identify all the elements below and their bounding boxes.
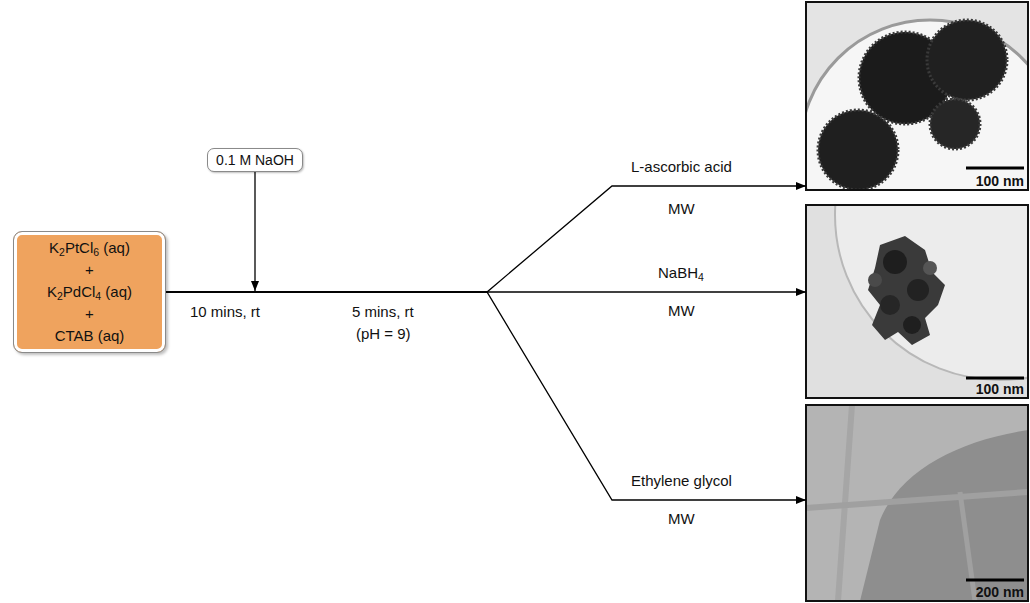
tem-image: 100 nm: [806, 205, 1028, 398]
condition-label: Ethylene glycol: [629, 472, 734, 490]
tem-grid: [806, 405, 1028, 601]
scale-bar: [966, 377, 1024, 380]
scale-label: 100 nm: [976, 173, 1024, 189]
scale-label: 100 nm: [976, 381, 1024, 397]
tem-image: 100 nm: [806, 2, 1028, 190]
condition-label: 10 mins, rt: [188, 303, 262, 321]
particle: [880, 295, 900, 315]
nanosphere: [927, 20, 1007, 100]
condition-label: L-ascorbic acid: [629, 158, 734, 176]
particle-cluster: [868, 236, 945, 345]
particle: [868, 273, 882, 287]
node-text: K2PdCl4 (aq): [47, 281, 132, 303]
condition-label: (pH = 9): [354, 325, 413, 343]
carbon-grid: [806, 20, 1028, 190]
particle: [903, 316, 921, 334]
particle: [883, 250, 907, 274]
nanosphere: [818, 110, 898, 190]
node-text: +: [85, 259, 94, 281]
condition-label: 5 mins, rt: [350, 303, 416, 321]
node-text: K2PtCl6 (aq): [49, 237, 130, 259]
carbon-grid: [835, 205, 1028, 380]
addition-arrow: [254, 172, 255, 291]
nanosphere: [930, 99, 980, 149]
image-frame: [806, 2, 1028, 190]
node-text: 0.1 M NaOH: [216, 151, 294, 169]
condition-label: MW: [666, 510, 697, 528]
reaction-arrow: [166, 186, 806, 292]
condition-label: MW: [666, 200, 697, 218]
condition-label: NaBH4: [656, 264, 706, 282]
reactant-box: K2PtCl6 (aq)+K2PdCl4 (aq)+CTAB (aq): [13, 231, 166, 353]
grid-bar: [960, 492, 975, 601]
image-frame: [806, 205, 1028, 398]
film-region: [806, 405, 1028, 601]
scale-bar: [966, 167, 1024, 170]
tem-ground: [806, 405, 1028, 601]
condition-label: MW: [666, 302, 697, 320]
image-frame: [806, 405, 1028, 601]
reagent-box: 0.1 M NaOH: [207, 148, 303, 172]
particle: [923, 261, 937, 275]
tem-image: 200 nm: [806, 405, 1028, 601]
grid-bar: [806, 492, 1028, 508]
node-text: +: [85, 303, 94, 325]
reaction-arrow: [166, 292, 806, 500]
scale-bar: [966, 579, 1024, 582]
tem-aggregate: [806, 205, 1028, 398]
node-text: CTAB (aq): [55, 325, 125, 347]
scale-label: 200 nm: [976, 584, 1024, 600]
tem-spheres: [806, 2, 1028, 190]
particle: [907, 279, 929, 301]
